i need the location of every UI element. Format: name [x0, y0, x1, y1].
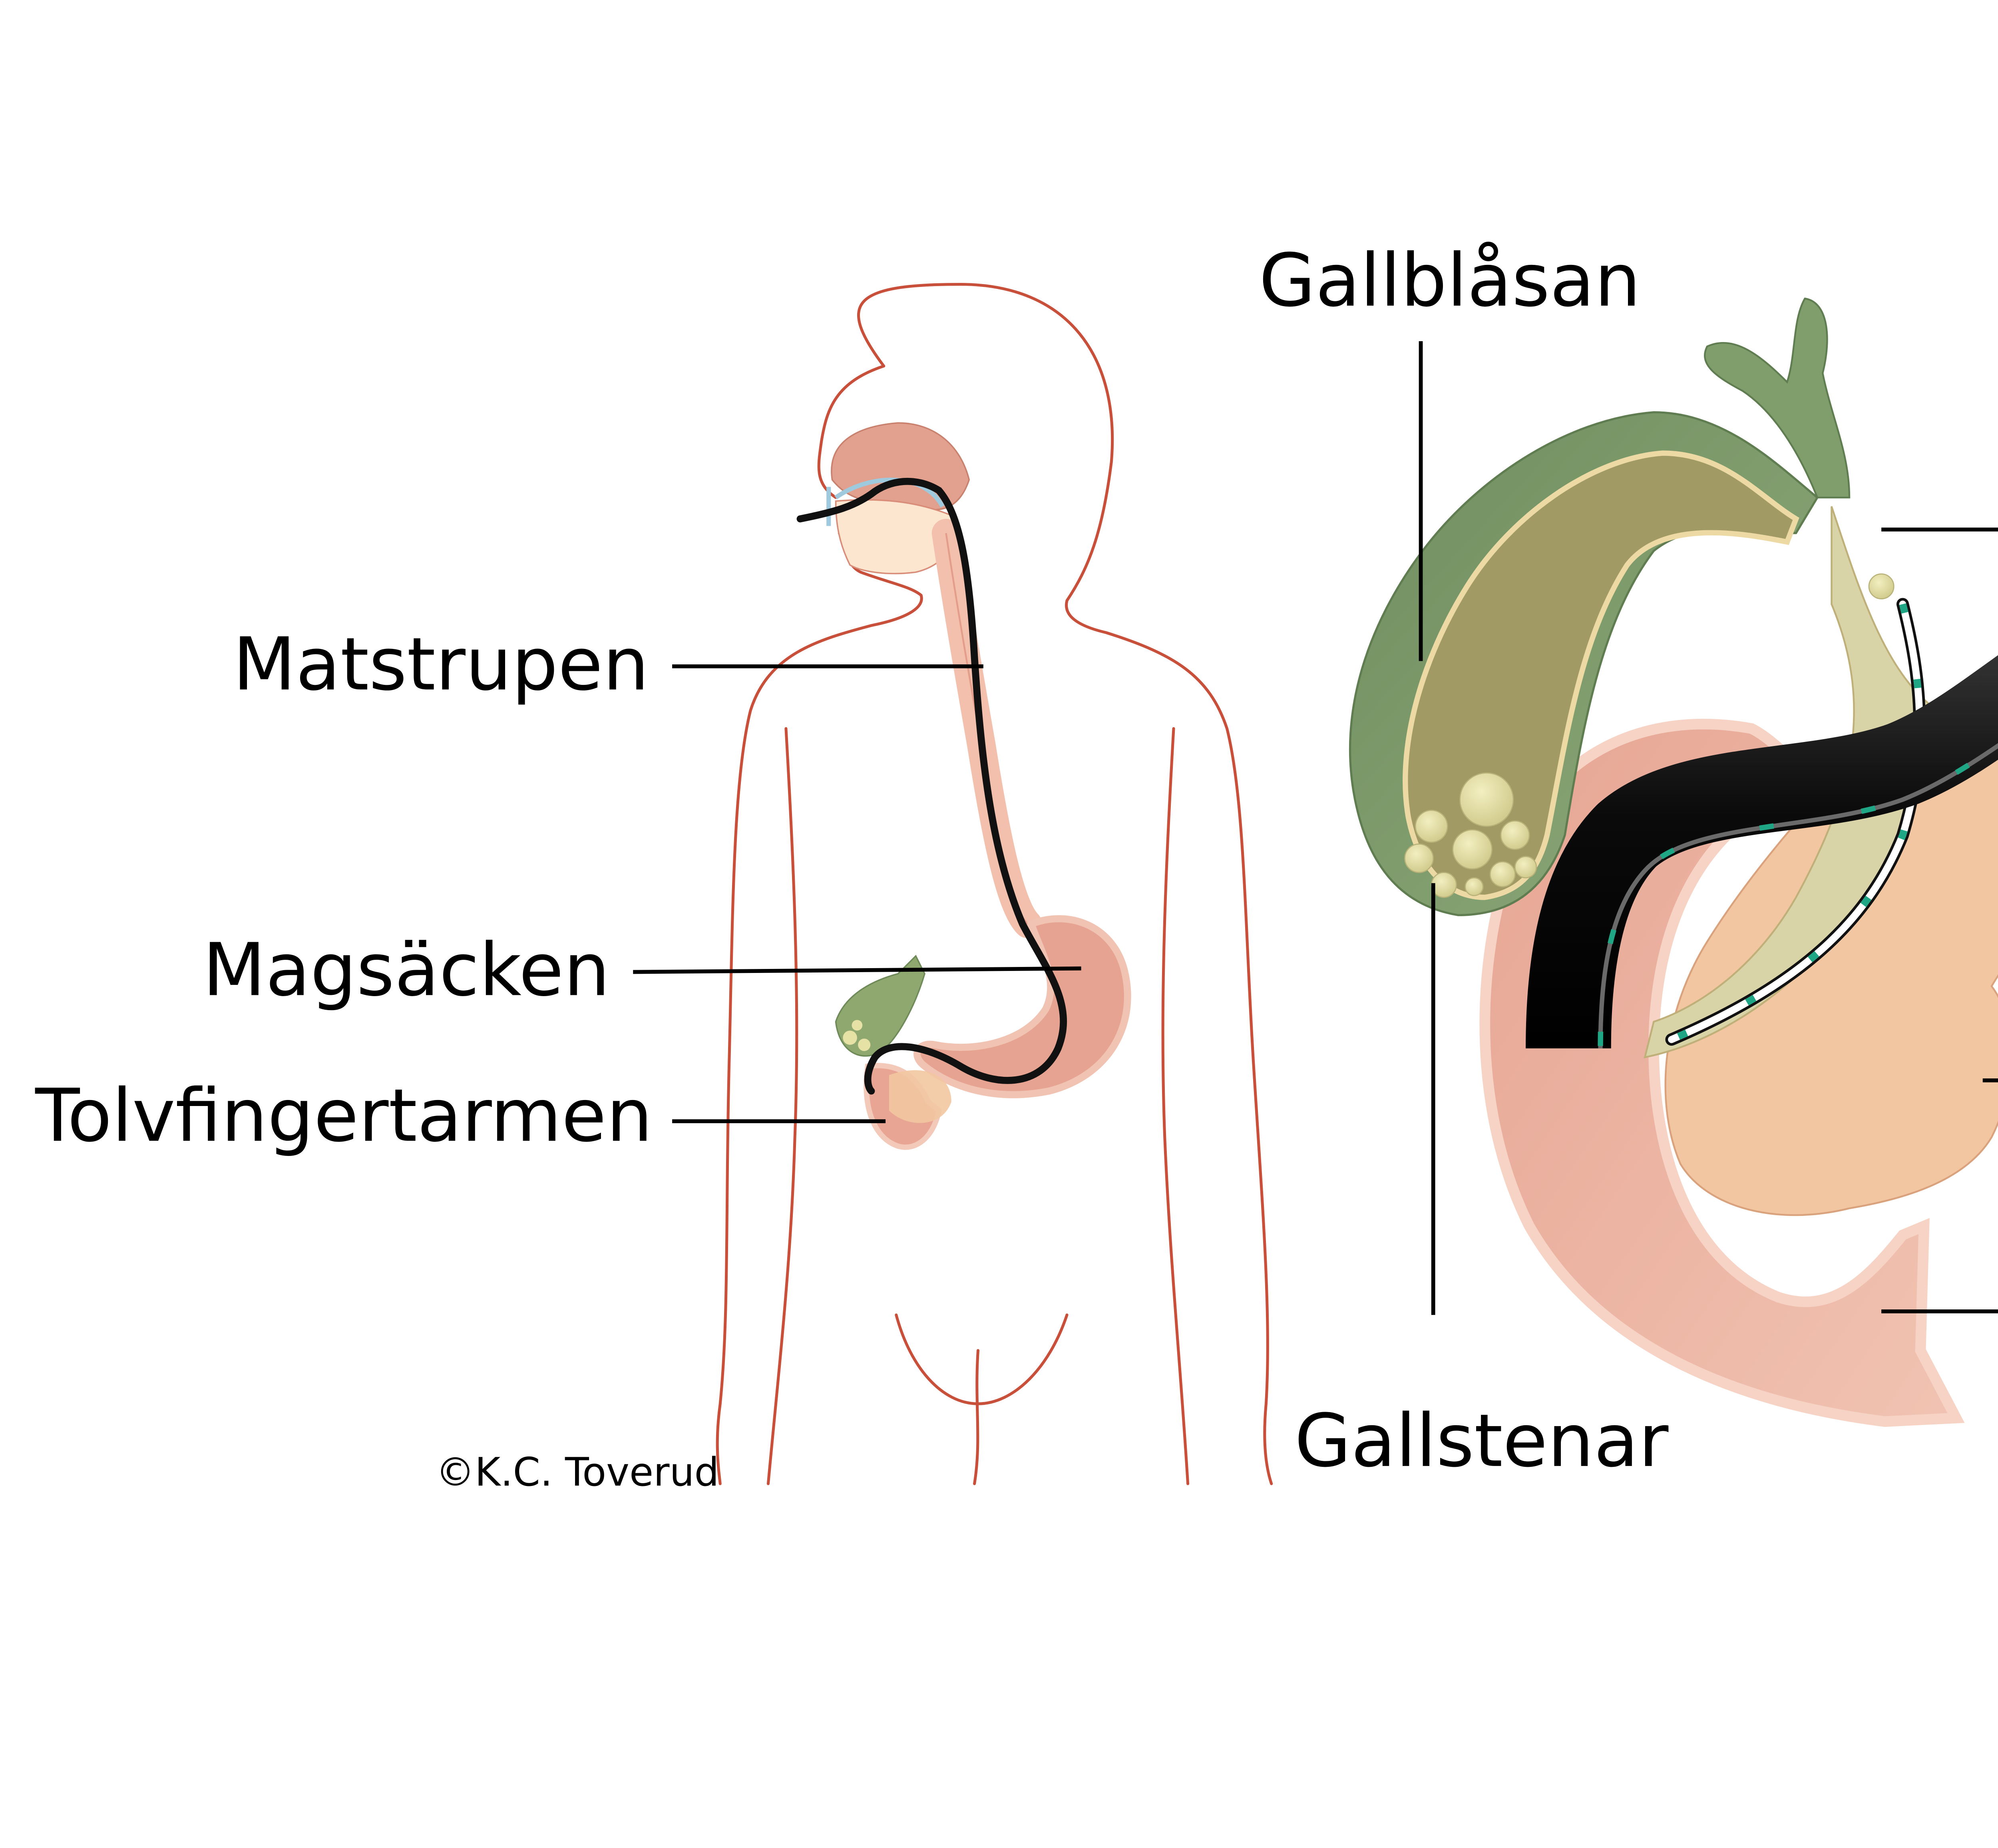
mini-pancreas: [889, 1070, 951, 1123]
label-magsacken: Magsäcken: [203, 928, 610, 1013]
endoscope: [1526, 655, 1998, 1048]
stomach: [913, 915, 1131, 1098]
leader-magsacken: [633, 966, 1081, 974]
copyright-text: ©K.C. Toverud: [436, 1450, 719, 1495]
mini-gallbladder: [835, 955, 925, 1057]
left-figure: Matstrupen Magsäcken Tolvfingertarmen ©K…: [35, 282, 1273, 1495]
esophagus: [931, 519, 1042, 939]
label-gallstenar: Gallstenar: [1295, 1399, 1669, 1484]
label-tolvfingertarmen-left: Tolvfingertarmen: [35, 1074, 653, 1158]
gallstones: [1404, 573, 1895, 898]
mouth-jaw: [835, 499, 955, 575]
endoscope-left: [796, 477, 1067, 1095]
hepatic-ducts: [1704, 297, 1851, 499]
label-matstrupen: Matstrupen: [233, 623, 649, 707]
label-gallblasan: Gallblåsan: [1259, 239, 1641, 323]
body-outline: [716, 282, 1273, 1485]
nasal-cavity: [831, 422, 970, 511]
right-figure: Gallblåsan Gallgången Bukspottkörteln To…: [1259, 239, 1998, 1484]
pancreas: [1664, 714, 1998, 1216]
